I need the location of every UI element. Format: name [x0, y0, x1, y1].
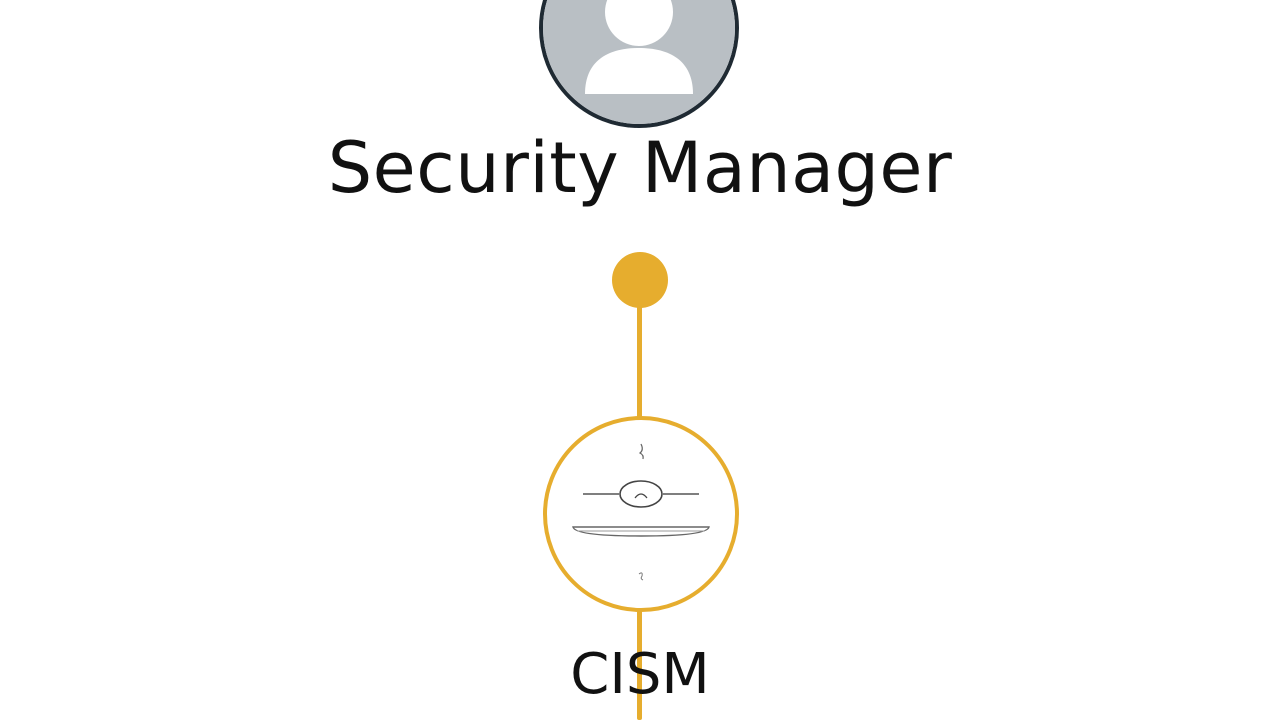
path-connector-lower	[637, 608, 642, 720]
certification-label: CISM	[570, 642, 710, 707]
path-node-dot	[612, 252, 668, 308]
avatar	[539, 0, 739, 128]
role-title: Security Manager	[327, 127, 953, 209]
path-connector-upper	[637, 296, 642, 420]
certificate-seal-icon	[572, 443, 710, 581]
user-silhouette-icon	[543, 0, 735, 124]
certification-badge[interactable]	[543, 416, 739, 612]
